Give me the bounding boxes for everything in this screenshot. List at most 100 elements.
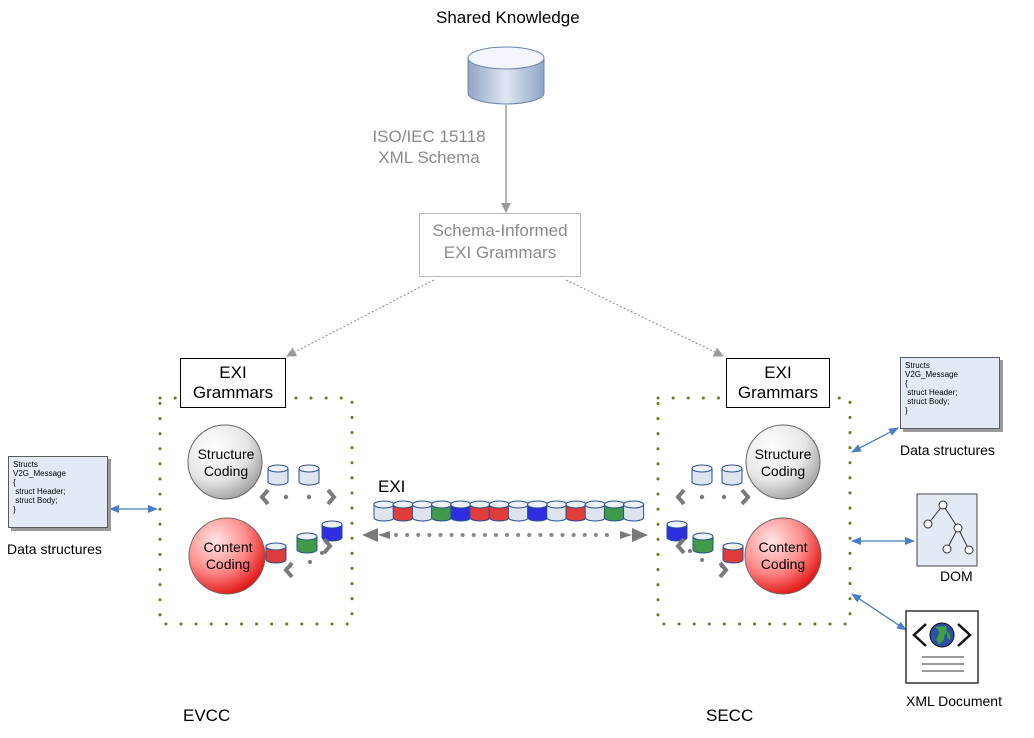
exi-stream-token	[623, 500, 645, 522]
secc-structure-flow-dot	[699, 494, 705, 500]
xml-document-caption: XML Document	[906, 693, 1002, 709]
left-card-line-6: }	[13, 505, 16, 514]
evcc-content-token	[296, 532, 318, 554]
exi-stream-token	[603, 500, 625, 522]
secc-grammars-line-1: EXI	[764, 363, 792, 382]
secc-structure-flow-dot	[721, 494, 727, 500]
grammars-box-line-2: EXI Grammars	[443, 243, 557, 262]
secc-coding-tokens	[666, 464, 751, 579]
secc-structure-token	[691, 464, 713, 486]
evcc-structure-token	[298, 464, 320, 486]
right-card-line-5: struct Body;	[905, 397, 950, 406]
exi-stream-token	[373, 500, 395, 522]
exi-stream-arrow	[362, 528, 648, 542]
schema-informed-grammars-box: Schema-Informed EXI Grammars	[419, 213, 581, 277]
secc-structure-token	[721, 464, 743, 486]
secc-content-flow-chevron	[675, 537, 686, 555]
exi-stream-token	[469, 500, 491, 522]
evcc-structure-flow-dot	[283, 494, 289, 500]
evcc-structure-token	[267, 464, 289, 486]
right-grammar-arrow	[565, 279, 724, 357]
evcc-structure-flow-chevron	[259, 488, 270, 506]
evcc-exi-grammars-box: EXI Grammars	[180, 358, 286, 408]
evcc-content-token	[265, 542, 287, 564]
evcc-structure-coding-label: Structure Coding	[188, 446, 264, 480]
exi-stream-token	[488, 500, 510, 522]
evcc-grammars-line-1: EXI	[219, 363, 247, 382]
evcc-structure-line-2: Coding	[203, 463, 249, 479]
right-card-line-2: V2G_Message	[905, 370, 958, 379]
secc-content-coding-label: Content Coding	[745, 539, 821, 573]
xml-document-icon	[905, 610, 979, 684]
exi-stream-token	[431, 500, 453, 522]
shared-knowledge-title: Shared Knowledge	[436, 8, 580, 27]
secc-content-token	[722, 542, 744, 564]
secc-content-circle	[744, 517, 822, 595]
secc-content-flow-dot	[688, 549, 692, 553]
left-card-line-3: {	[13, 478, 16, 487]
left-card-line-5: struct Body;	[13, 496, 58, 505]
secc-structure-flow-chevron	[675, 488, 686, 506]
left-card-line-2: V2G_Message	[13, 469, 66, 478]
evcc-content-flow-chevron	[283, 561, 294, 579]
evcc-content-line-2: Coding	[205, 556, 251, 572]
schema-label: ISO/IEC 15118 XML Schema	[362, 126, 496, 168]
secc-exi-grammars-box: EXI Grammars	[726, 358, 830, 408]
evcc-label: EVCC	[183, 706, 231, 725]
right-data-arrow	[851, 427, 899, 453]
left-card-line-1: Structs	[13, 460, 38, 469]
exi-stream-token	[507, 500, 529, 522]
evcc-content-token	[321, 520, 343, 542]
secc-content-flow-dot	[700, 558, 704, 562]
secc-structure-circle	[745, 424, 821, 500]
evcc-structure-circle	[187, 424, 263, 500]
dom-caption: DOM	[940, 568, 973, 584]
exi-stream-token	[411, 500, 433, 522]
schema-line-2: XML Schema	[378, 148, 480, 167]
secc-content-line-1: Content	[758, 539, 808, 555]
evcc-content-flow-dot	[308, 560, 312, 564]
schema-line-1: ISO/IEC 15118	[372, 127, 486, 146]
secc-container	[656, 396, 852, 626]
exi-stream-label: EXI	[378, 477, 406, 496]
evcc-coding-tokens	[259, 464, 343, 579]
evcc-structure-flow-dot	[306, 494, 312, 500]
right-card-line-4: struct Header;	[905, 388, 958, 397]
left-grammar-arrow	[286, 279, 435, 357]
exi-stream-token	[450, 500, 472, 522]
secc-content-token	[666, 520, 688, 542]
exi-stream-token	[546, 500, 568, 522]
secc-grammars-line-2: Grammars	[737, 383, 819, 402]
exi-stream-token	[565, 500, 587, 522]
right-data-structures-caption: Data structures	[900, 442, 995, 458]
secc-structure-coding-label: Structure Coding	[745, 446, 821, 480]
exi-stream-token	[584, 500, 606, 522]
evcc-structure-flow-chevron	[326, 488, 337, 506]
left-card-line-4: struct Header;	[13, 487, 66, 496]
evcc-content-line-1: Content	[203, 539, 253, 555]
secc-structure-flow-chevron	[740, 488, 751, 506]
exi-stream-token	[527, 500, 549, 522]
secc-label: SECC	[706, 706, 754, 725]
left-data-structures-caption: Data structures	[7, 541, 102, 557]
grammars-box-line-1: Schema-Informed	[432, 221, 568, 240]
secc-structure-line-1: Structure	[754, 446, 812, 462]
evcc-container	[158, 396, 354, 626]
secc-content-flow-chevron	[718, 561, 729, 579]
evcc-grammars-line-2: Grammars	[192, 383, 274, 402]
right-card-line-6: }	[905, 406, 908, 415]
right-card-line-1: Structs	[905, 361, 930, 370]
evcc-content-circle	[188, 517, 266, 595]
exi-stream-token	[392, 500, 414, 522]
secc-structure-line-2: Coding	[760, 463, 806, 479]
secc-content-token	[692, 532, 714, 554]
xml-arrow	[851, 593, 907, 631]
right-card-line-3: {	[905, 379, 908, 388]
evcc-content-flow-chevron	[322, 537, 333, 555]
database-icon	[467, 46, 545, 105]
evcc-content-coding-label: Content Coding	[190, 539, 266, 573]
